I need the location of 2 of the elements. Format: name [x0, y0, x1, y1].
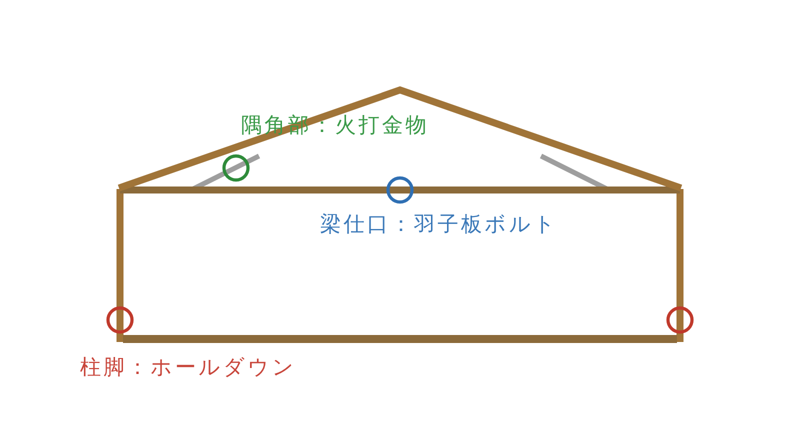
annotation-label: 梁仕口：羽子板ボルト: [320, 212, 558, 238]
annotation-label: 柱脚：ホールダウン: [80, 355, 296, 380]
